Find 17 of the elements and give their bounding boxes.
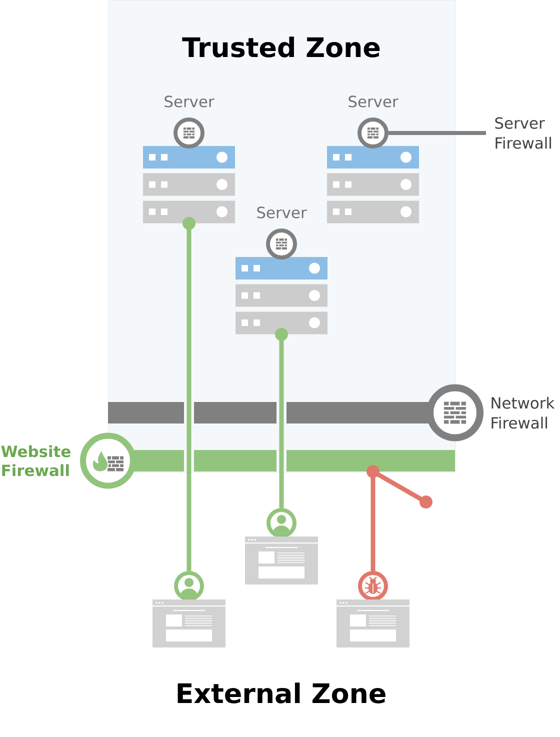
zone-title: External Zone xyxy=(178,682,386,704)
firewall-icon xyxy=(358,118,388,148)
firewall-icon xyxy=(174,118,204,148)
user-icon xyxy=(174,571,204,601)
user-icon xyxy=(266,508,296,538)
connector-line xyxy=(275,328,288,508)
firewall-label: Network Firewall xyxy=(492,396,555,429)
firewall-label: Website Firewall xyxy=(1,445,70,476)
firewall-icon xyxy=(266,228,297,260)
server-label: Server xyxy=(257,206,307,218)
connector-line xyxy=(366,465,432,571)
connector-line xyxy=(182,216,196,571)
firewall-label: Server Firewall xyxy=(495,117,551,149)
bug-icon xyxy=(358,571,388,601)
server-label: Server xyxy=(164,96,214,108)
leader-line xyxy=(388,131,486,135)
server-label: Server xyxy=(348,96,398,108)
